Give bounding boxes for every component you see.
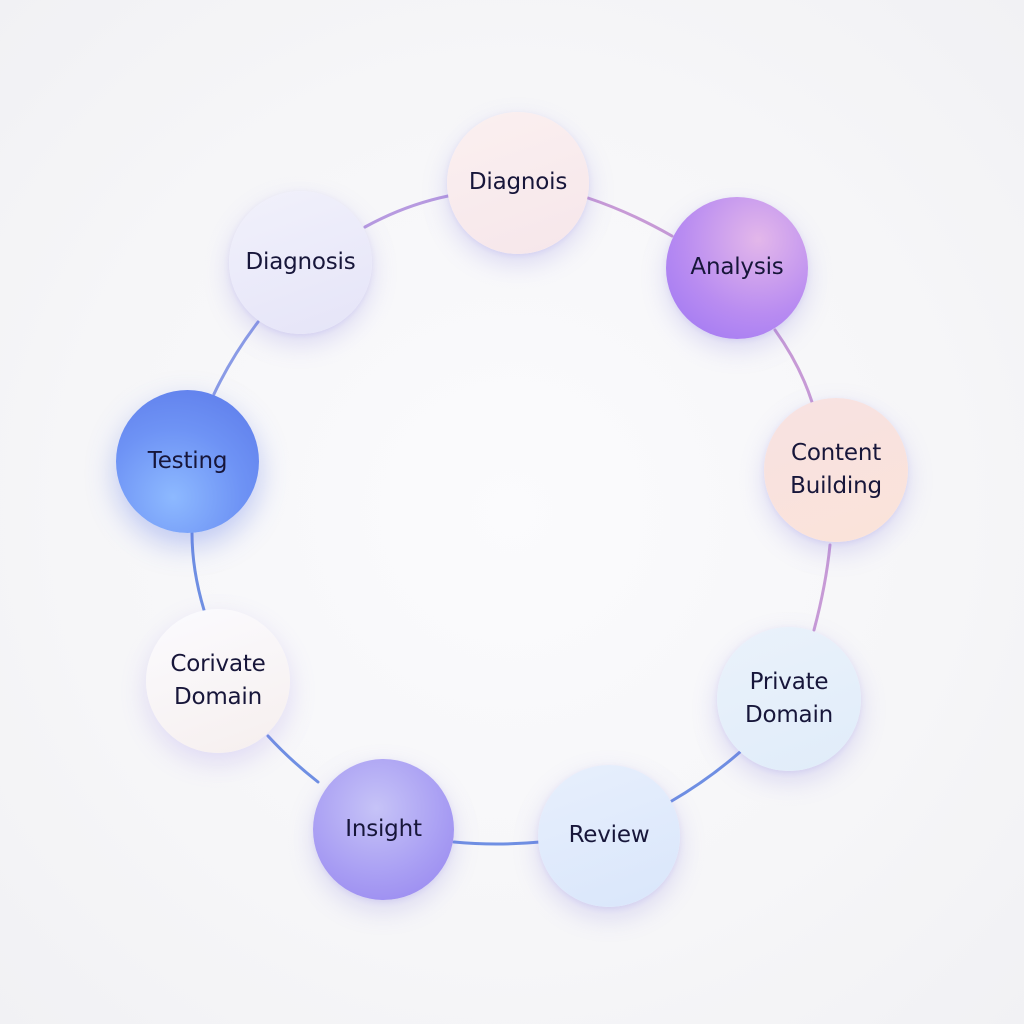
node-corivate-domain: Corivate Domain xyxy=(146,609,290,753)
node-label: Diagnosis xyxy=(245,248,356,275)
node-label: Diagnois xyxy=(468,169,568,196)
ring-arc xyxy=(363,194,450,229)
ring-arc xyxy=(586,196,674,238)
node-private-domain: Private Domain xyxy=(717,627,861,771)
node-diagnosis: Diagnosis xyxy=(229,191,372,334)
node-label: Content Building xyxy=(790,439,882,499)
ring-arc xyxy=(812,543,832,632)
ring-arc xyxy=(773,328,814,404)
node-insight: Insight xyxy=(313,759,454,900)
node-label: Insight xyxy=(345,815,422,842)
node-label: Analysis xyxy=(690,254,784,281)
ring-arc xyxy=(668,750,742,804)
ring-arc xyxy=(266,734,320,784)
node-label: Review xyxy=(568,822,650,849)
ring-arc xyxy=(190,531,206,612)
node-diagnois: Diagnois xyxy=(447,112,589,254)
ring-arc xyxy=(212,320,260,396)
node-testing: Testing xyxy=(116,390,259,533)
node-review: Review xyxy=(538,765,680,907)
node-analysis: Analysis xyxy=(666,197,808,339)
node-label: Private Domain xyxy=(744,668,834,728)
node-label: Testing xyxy=(147,447,228,474)
node-label: Corivate Domain xyxy=(170,650,266,710)
ring-arc xyxy=(452,840,542,846)
node-content-building: Content Building xyxy=(764,398,908,542)
